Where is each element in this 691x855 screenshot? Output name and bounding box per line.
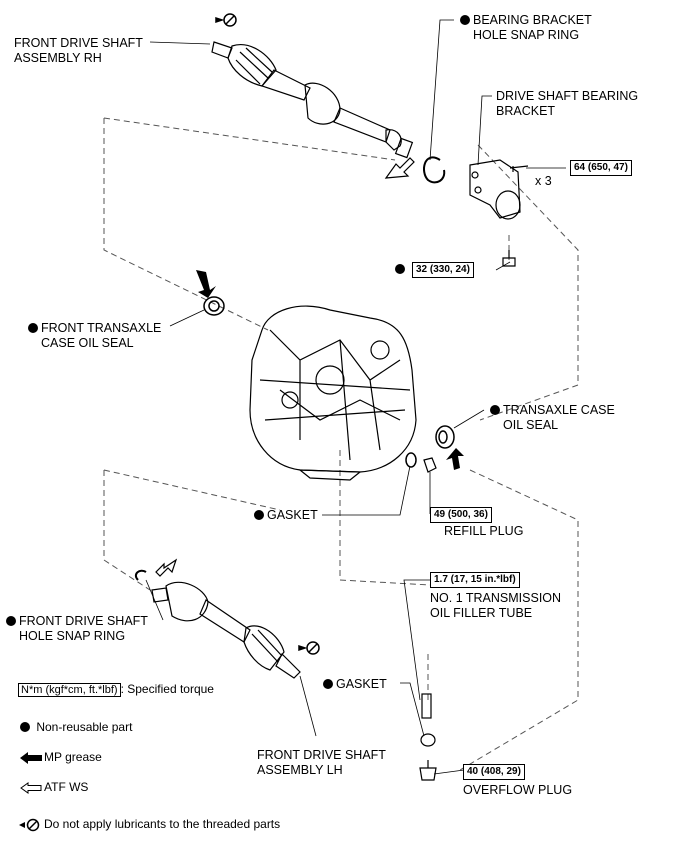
nonreusable-dot-icon	[395, 264, 405, 274]
nonreusable-dot-icon	[28, 323, 38, 333]
bearing-bracket	[469, 159, 529, 267]
lh-drive-shaft	[151, 581, 301, 679]
lh-snap-ring	[134, 569, 147, 581]
refill-plug	[423, 457, 437, 473]
legend-atf: ATF WS	[18, 780, 88, 794]
no-lube-icon	[19, 818, 40, 832]
atf-arrow-icon	[20, 781, 42, 794]
label-bracket-lower	[395, 262, 408, 277]
case-oil-seal	[435, 425, 455, 449]
grease-arrow-case-seal	[446, 448, 464, 470]
nonreusable-dot-icon	[6, 616, 16, 626]
no-lube-icon-rh	[215, 13, 237, 27]
label-filler-tube: NO. 1 TRANSMISSION OIL FILLER TUBE	[430, 591, 562, 620]
label-bearing-snap-ring: BEARING BRACKET HOLE SNAP RING	[460, 13, 592, 43]
legend-nonreusable: Non-reusable part	[20, 720, 132, 734]
mp-grease-arrow-icon	[20, 751, 42, 764]
bearing-snap-ring	[423, 156, 446, 184]
legend-torque: N*m (kgf*cm, ft.*lbf): Specified torque	[18, 682, 214, 697]
filler-tube-parts	[419, 693, 437, 781]
label-times3: x 3	[535, 174, 552, 188]
gasket-upper	[405, 452, 417, 468]
legend-no-lube: Do not apply lubricants to the threaded …	[18, 817, 280, 832]
label-front-oil-seal: FRONT TRANSAXLE CASE OIL SEAL	[28, 321, 161, 351]
label-lh-shaft: FRONT DRIVE SHAFT ASSEMBLY LH	[257, 748, 386, 777]
label-case-oil-seal: TRANSAXLE CASE OIL SEAL	[490, 403, 615, 433]
torque-bracket-bolt: 64 (650, 47)	[570, 160, 632, 176]
atf-arrow-lh	[155, 558, 178, 577]
torque-overflow: 40 (408, 29)	[463, 764, 525, 780]
torque-bracket-lower: 32 (330, 24)	[412, 262, 474, 278]
label-overflow-plug: OVERFLOW PLUG	[463, 783, 573, 797]
label-bearing-bracket: DRIVE SHAFT BEARING BRACKET	[496, 89, 639, 118]
legend-torque-box: N*m (kgf*cm, ft.*lbf)	[18, 683, 121, 697]
nonreusable-dot-icon	[254, 510, 264, 520]
nonreusable-dot-icon	[490, 405, 500, 415]
nonreusable-dot-icon	[20, 722, 30, 732]
label-rh-shaft: FRONT DRIVE SHAFT ASSEMBLY RH	[14, 36, 143, 65]
atf-arrow-rh	[384, 157, 415, 179]
rh-drive-shaft	[211, 41, 414, 159]
no-lube-icon-lh	[298, 641, 320, 655]
leader-lines	[145, 19, 566, 775]
nonreusable-dot-icon	[323, 679, 333, 689]
torque-refill: 49 (500, 36)	[430, 507, 492, 523]
label-gasket-upper: GASKET	[254, 508, 318, 523]
nonreusable-dot-icon	[460, 15, 470, 25]
transaxle-case	[249, 305, 417, 481]
label-lh-snap-ring: FRONT DRIVE SHAFT HOLE SNAP RING	[6, 614, 148, 644]
torque-filler: 1.7 (17, 15 in.*lbf)	[430, 572, 520, 588]
label-gasket-lower: GASKET	[323, 677, 387, 692]
label-refill-plug: REFILL PLUG	[444, 524, 524, 538]
front-oil-seal	[203, 296, 225, 316]
alignment-dashes	[103, 117, 579, 771]
grease-arrow-front-seal	[196, 270, 216, 298]
legend-mp-grease: MP grease	[18, 750, 102, 764]
